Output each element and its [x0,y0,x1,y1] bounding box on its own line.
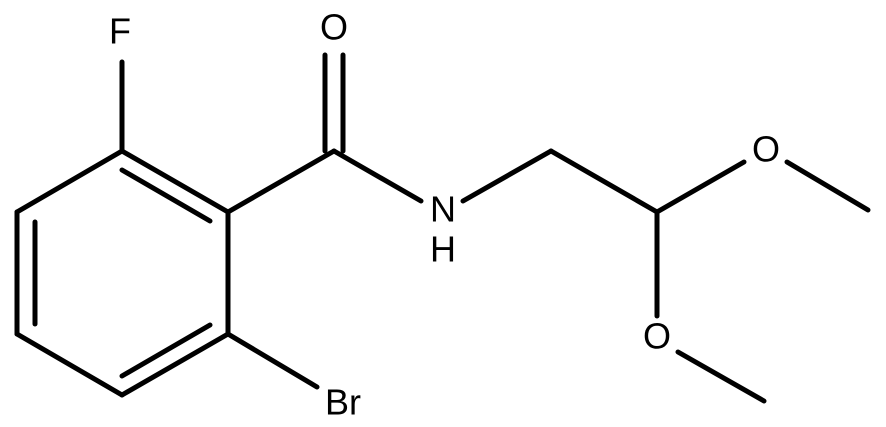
bond-acetal-to-top-oxygen [654,159,747,215]
bromine-label: Br [325,382,361,423]
bond-ch2-to-acetal-carbon [548,148,660,215]
fluorine-label: F [109,11,131,52]
ring-inner-bond-c1-c2 [119,167,213,224]
ring-bond-c2-c3 [14,148,125,215]
ring-inner-bond-c5-c6 [119,322,213,379]
bond-to-bromine [225,331,320,390]
bottom-methoxy-oxygen-label: O [643,316,671,357]
top-methoxy-oxygen-label: O [752,129,780,170]
bond-bottom-oxygen-to-methyl [675,349,767,404]
bond-ring-to-carbonyl [225,148,337,215]
carbonyl-oxygen-label: O [320,7,348,48]
ring-bond-c5-c6 [119,331,231,398]
nitrogen-hydrogen-label: H [430,229,456,270]
nitrogen-label: N [430,189,456,230]
ring-bond-c1-c2 [119,148,231,215]
bond-carbonyl-to-nitrogen [331,148,424,204]
bond-top-oxygen-to-methyl [784,159,871,213]
bond-nitrogen-to-ch2 [460,148,554,204]
ring-bond-c4-c5 [14,331,125,398]
